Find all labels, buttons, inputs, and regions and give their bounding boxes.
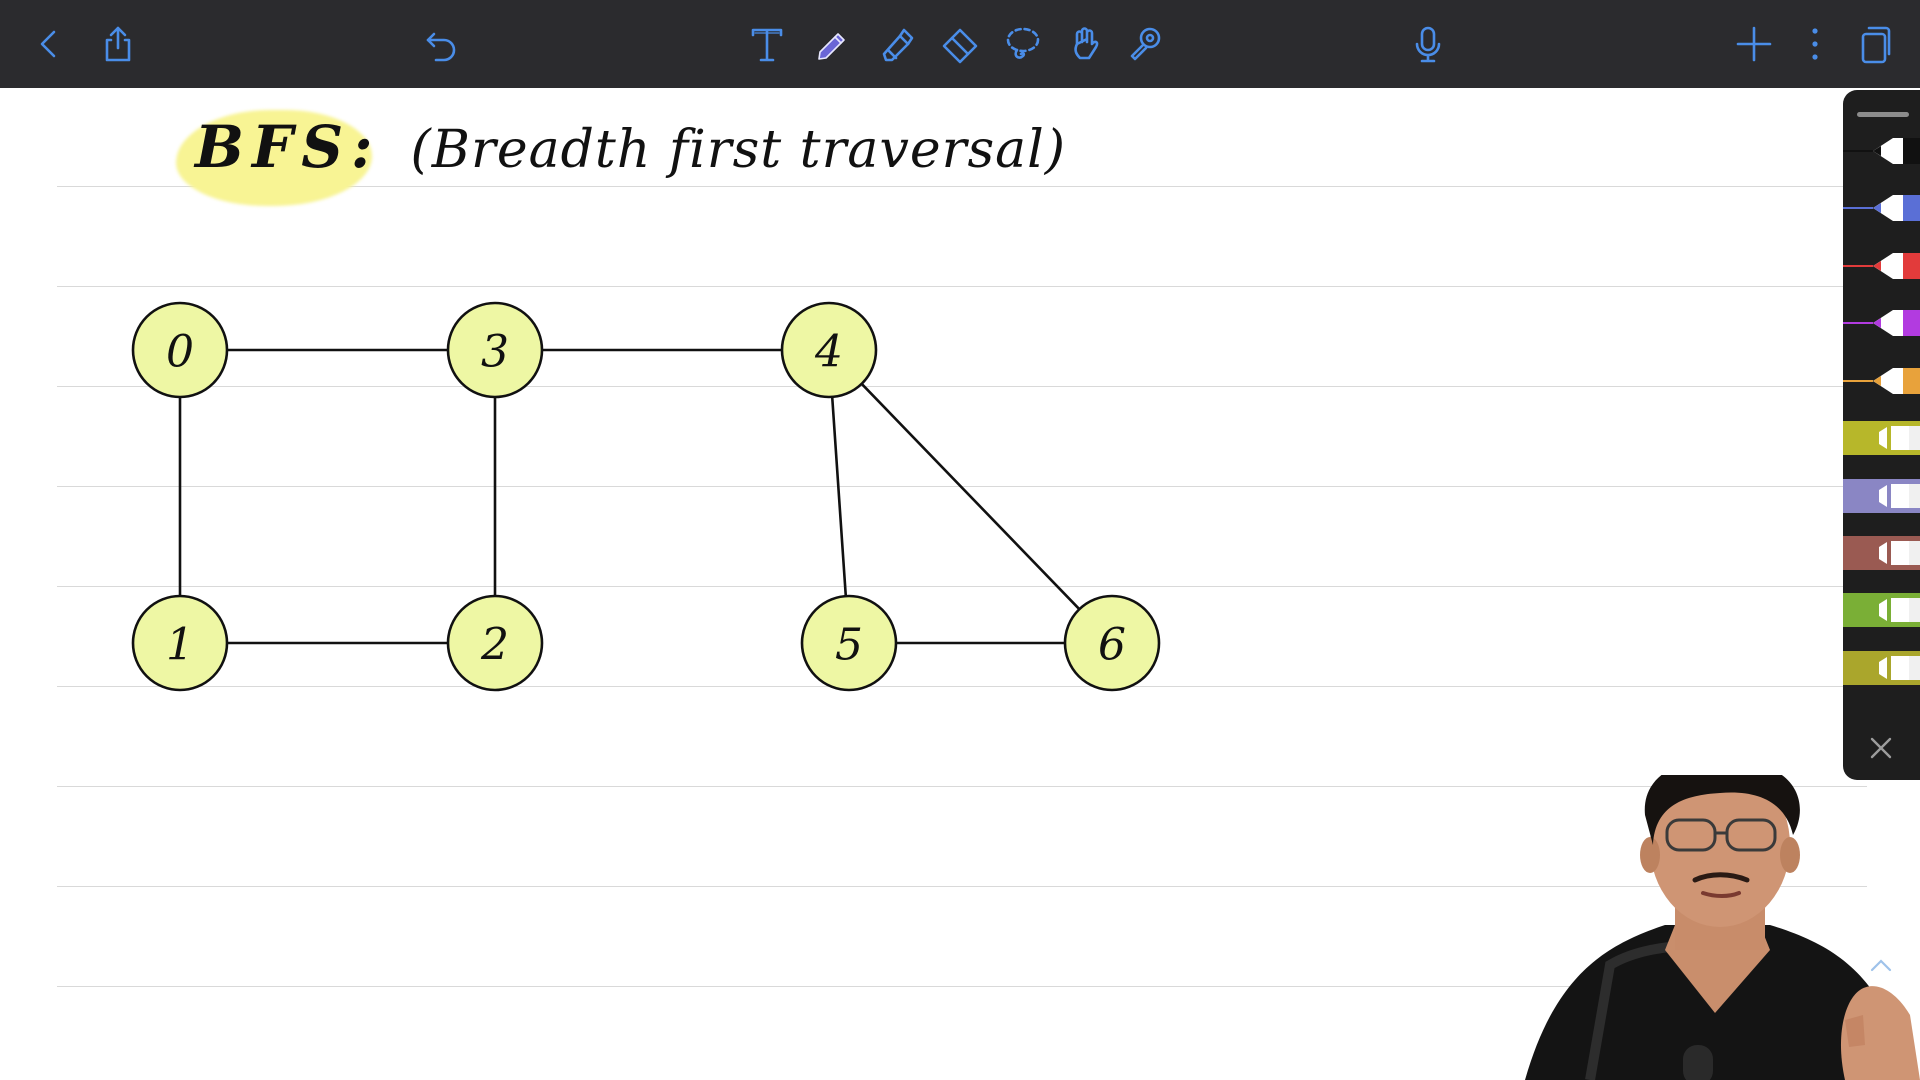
highlighter-olive-tool[interactable] — [1843, 645, 1920, 691]
node-circle — [131, 594, 229, 692]
share-icon — [105, 26, 131, 62]
ruled-line — [57, 586, 1867, 587]
top-toolbar — [0, 0, 1920, 88]
eraser-tool-button[interactable] — [936, 20, 984, 68]
presenter-webcam — [1515, 775, 1920, 1080]
hand-tool-icon — [1074, 27, 1099, 60]
presenter-image — [1525, 775, 1920, 1080]
pen-black-tool[interactable] — [1843, 128, 1920, 174]
node-label: 4 — [814, 327, 843, 378]
graph-node-3: 3 — [446, 301, 544, 399]
laser-pointer-button[interactable] — [1122, 20, 1170, 68]
graph-node-6: 6 — [1063, 594, 1161, 692]
node-circle — [131, 301, 229, 399]
node-circle — [780, 301, 878, 399]
highlighter-brown-tool[interactable] — [1843, 530, 1920, 576]
collapse-webcam-button[interactable] — [1866, 953, 1896, 977]
title-highlight — [176, 110, 372, 206]
node-circle — [446, 301, 544, 399]
title-abbreviation: BFS: — [195, 113, 381, 181]
highlighter-olive-icon — [1843, 651, 1920, 685]
undo-button[interactable] — [418, 20, 466, 68]
title-description: (Breadth first traversal) — [410, 120, 1067, 180]
graph-node-1: 1 — [131, 594, 229, 692]
note-page[interactable]: BFS: (Breadth first traversal) 0 1 2 3 4 5 6 — [0, 88, 1920, 1080]
graph-node-5: 5 — [800, 594, 898, 692]
pen-tool-icon — [818, 33, 845, 60]
pen-orange-tool[interactable] — [1843, 358, 1920, 404]
pen-palette — [1843, 90, 1920, 780]
close-palette-button[interactable] — [1863, 730, 1899, 766]
pen-purple-tool[interactable] — [1843, 300, 1920, 346]
plus-icon — [1736, 26, 1772, 62]
ruled-line — [57, 986, 1867, 987]
highlighter-green-tool[interactable] — [1843, 587, 1920, 633]
pen-blue-icon — [1843, 195, 1920, 221]
chevron-left-icon — [40, 30, 56, 58]
ruled-line — [57, 886, 1867, 887]
lasso-tool-button[interactable] — [999, 20, 1047, 68]
more-button[interactable] — [1791, 20, 1839, 68]
ruled-line — [57, 286, 1867, 287]
graph-node-0: 0 — [131, 301, 229, 399]
node-label: 3 — [481, 327, 509, 378]
pen-orange-icon — [1843, 368, 1920, 394]
chevron-up-icon — [1870, 959, 1892, 972]
node-circle — [800, 594, 898, 692]
highlighter-tool-button[interactable] — [872, 20, 920, 68]
graph-edge-4-6 — [860, 382, 1081, 611]
pen-blue-tool[interactable] — [1843, 185, 1920, 231]
graph-node-4: 4 — [780, 301, 878, 399]
close-icon — [1870, 737, 1892, 759]
node-label: 0 — [166, 327, 194, 378]
microphone-icon — [1415, 26, 1441, 63]
graph-edge-4-5 — [830, 395, 848, 598]
eraser-tool-icon — [942, 28, 978, 64]
pages-icon — [1861, 26, 1891, 64]
more-vertical-icon — [1812, 28, 1818, 60]
node-circle — [1063, 594, 1161, 692]
share-button[interactable] — [94, 20, 142, 68]
node-label: 2 — [480, 620, 509, 671]
pen-black-icon — [1843, 138, 1920, 164]
pen-tool-button[interactable] — [808, 20, 856, 68]
ruled-line — [57, 186, 1867, 187]
highlighter-yellow-icon — [1843, 421, 1920, 455]
palette-drag-handle[interactable] — [1857, 112, 1909, 117]
pages-button[interactable] — [1852, 20, 1900, 68]
hand-tool-button[interactable] — [1061, 20, 1109, 68]
graph-drawing: 0 1 2 3 4 5 6 — [131, 301, 1161, 692]
node-label: 6 — [1098, 620, 1126, 671]
highlighter-tool-icon — [882, 28, 914, 62]
highlighter-lavender-tool[interactable] — [1843, 473, 1920, 519]
highlighter-brown-icon — [1843, 536, 1920, 570]
pen-purple-icon — [1843, 310, 1920, 336]
ruled-line — [57, 686, 1867, 687]
node-label: 1 — [166, 620, 194, 671]
laser-pointer-icon — [1130, 27, 1161, 61]
note-title: BFS: (Breadth first traversal) — [195, 113, 1075, 223]
text-tool-button[interactable] — [743, 20, 791, 68]
highlighter-lavender-icon — [1843, 479, 1920, 513]
lasso-tool-icon — [1006, 27, 1040, 59]
pen-red-icon — [1843, 253, 1920, 279]
ruled-line — [57, 786, 1867, 787]
add-page-button[interactable] — [1730, 20, 1778, 68]
highlighter-yellow-tool[interactable] — [1843, 415, 1920, 461]
back-button[interactable] — [24, 20, 72, 68]
node-circle — [446, 594, 544, 692]
graph-node-2: 2 — [446, 594, 544, 692]
node-label: 5 — [835, 620, 863, 671]
pen-red-tool[interactable] — [1843, 243, 1920, 289]
undo-icon — [426, 32, 456, 62]
highlighter-green-icon — [1843, 593, 1920, 627]
ruled-line — [57, 386, 1867, 387]
text-tool-icon — [751, 28, 783, 62]
microphone-button[interactable] — [1404, 20, 1452, 68]
